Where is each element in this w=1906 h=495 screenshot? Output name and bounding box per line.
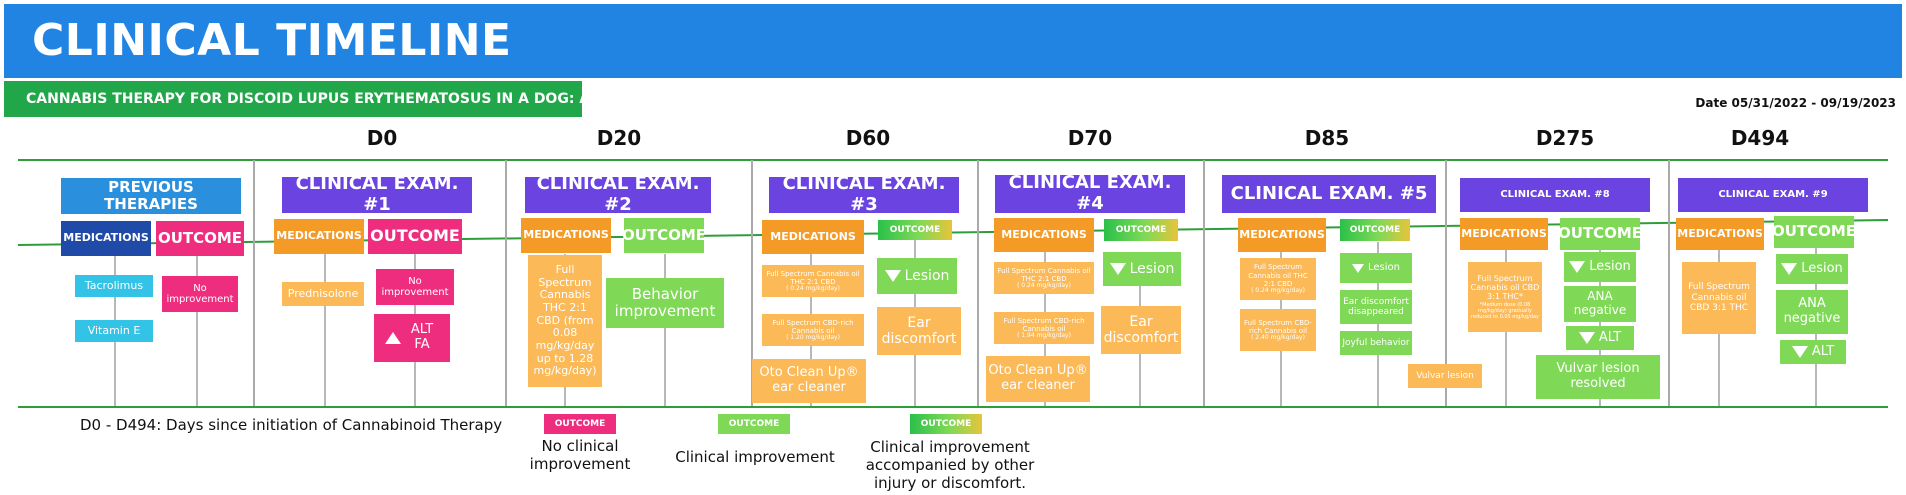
section-divider <box>1203 160 1205 406</box>
exam-5-outcome-label: OUTCOME <box>1340 219 1410 241</box>
down-arrow-icon <box>1791 346 1808 358</box>
exam-4-med-oto-clean-up: Oto Clean Up® ear cleaner <box>986 356 1090 402</box>
section-divider <box>751 160 753 406</box>
exam-4-medications-label: MEDICATIONS <box>994 218 1094 252</box>
legend-improvement-swatch: OUTCOME <box>718 414 790 434</box>
exam-8-header: CLINICAL EXAM. #8 <box>1460 178 1650 212</box>
day-label-d275: D275 <box>1535 126 1595 150</box>
exam-3-header: CLINICAL EXAM. #3 <box>769 173 959 215</box>
exam-4-header: CLINICAL EXAM. #4 <box>995 172 1185 214</box>
exam-9-med: Full Spectrum Cannabis oil CBD 3:1 THC <box>1682 262 1756 334</box>
exam-5-outcome-vulvar-lesion: Vulvar lesion <box>1408 364 1482 388</box>
exam-9-header: CLINICAL EXAM. #9 <box>1678 178 1868 212</box>
exam-8-outcome-label: OUTCOME <box>1558 218 1642 250</box>
previous-med-tacrolimus: Tacrolimus <box>75 275 153 297</box>
exam-5-outcome-lesion: Lesion <box>1340 253 1412 283</box>
exam-1-med-prednisolone: Prednisolone <box>282 282 364 306</box>
timeline-top-line <box>18 159 1888 161</box>
section-divider <box>1668 160 1670 406</box>
day-label-d20: D20 <box>596 126 642 150</box>
exam-5-header: CLINICAL EXAM. #5 <box>1222 175 1436 213</box>
exam-4-outcome-ear-discomfort: Ear discomfort <box>1101 306 1181 354</box>
exam-4-med-1: Full Spectrum Cannabis oil THC 2:1 CBD (… <box>994 262 1094 294</box>
legend-mixed-text: Clinical improvement accompanied by othe… <box>865 438 1035 492</box>
exam-3-outcome-ear-discomfort: Ear discomfort <box>877 307 961 355</box>
previous-outcome-no-improvement: No improvement <box>162 276 238 312</box>
section-divider <box>1445 160 1447 406</box>
legend-no-improvement-swatch: OUTCOME <box>544 414 616 434</box>
exam-5-medications-label: MEDICATIONS <box>1238 218 1326 252</box>
section-divider <box>977 160 979 406</box>
exam-8-outcome-vulvar-resolved: Vulvar lesion resolved <box>1536 355 1660 399</box>
exam-2-outcome-behavior: Behavior improvement <box>606 278 724 328</box>
exam-9-outcome-lesion: Lesion <box>1776 254 1848 284</box>
exam-8-medications-label: MEDICATIONS <box>1460 218 1548 250</box>
exam-3-outcome-lesion: Lesion <box>877 258 957 294</box>
page-title: CLINICAL TIMELINE <box>32 15 512 66</box>
stem <box>324 254 326 406</box>
day-label-d0: D0 <box>366 126 398 150</box>
day-label-d70: D70 <box>1067 126 1113 150</box>
exam-1-outcome-label: OUTCOME <box>368 219 462 254</box>
date-range: Date 05/31/2022 - 09/19/2023 <box>1695 96 1896 110</box>
stem <box>196 256 198 406</box>
footnote: D0 - D494: Days since initiation of Cann… <box>80 416 503 434</box>
previous-medications-label: MEDICATIONS <box>61 221 151 256</box>
up-arrow-icon <box>385 332 401 344</box>
exam-3-med-2: Full Spectrum CBD-rich Cannabis oil ( 1.… <box>762 314 864 346</box>
previous-therapies-header: PREVIOUS THERAPIES <box>61 178 241 214</box>
exam-9-medications-label: MEDICATIONS <box>1676 218 1764 250</box>
exam-1-header: CLINICAL EXAM. #1 <box>282 173 472 215</box>
exam-1-outcome-alt-fa: ALT FA <box>374 314 450 362</box>
stem <box>1377 242 1379 406</box>
exam-8-outcome-ana-negative: ANA negative <box>1564 286 1636 322</box>
exam-9-outcome-label: OUTCOME <box>1772 216 1856 248</box>
down-arrow-icon <box>1569 261 1586 273</box>
timeline-bottom-line <box>18 406 1888 408</box>
exam-5-outcome-ear-disappeared: Ear discomfort disappeared <box>1340 290 1412 324</box>
day-label-d85: D85 <box>1304 126 1350 150</box>
exam-4-med-2: Full Spectrum CBD-rich Cannabis oil ( 1.… <box>994 312 1094 344</box>
title-banner <box>4 4 1902 78</box>
exam-3-med-oto-clean-up: Oto Clean Up® ear cleaner <box>752 359 866 403</box>
down-arrow-icon <box>1578 332 1595 344</box>
exam-3-outcome-label: OUTCOME <box>878 220 952 240</box>
stem <box>664 254 666 406</box>
previous-med-vitamin-e: Vitamin E <box>75 320 153 342</box>
previous-outcome-label: OUTCOME <box>156 221 244 256</box>
down-arrow-icon <box>1352 263 1364 273</box>
exam-8-outcome-alt: ALT <box>1566 326 1634 350</box>
exam-2-header: CLINICAL EXAM. #2 <box>525 173 711 215</box>
exam-2-med-full-spectrum: Full Spectrum Cannabis THC 2:1 CBD (from… <box>528 255 602 387</box>
exam-8-outcome-lesion: Lesion <box>1564 252 1636 282</box>
exam-2-medications-label: MEDICATIONS <box>521 218 611 253</box>
exam-9-outcome-ana-negative: ANA negative <box>1776 290 1848 334</box>
down-arrow-icon <box>1781 263 1798 275</box>
day-label-d60: D60 <box>845 126 891 150</box>
subtitle-banner: CANNABIS THERAPY FOR DISCOID LUPUS ERYTH… <box>4 81 703 117</box>
exam-2-outcome-label: OUTCOME <box>622 218 706 253</box>
exam-9-outcome-alt: ALT <box>1780 340 1846 364</box>
exam-8-med: Full Spectrum Cannabis oil CBD 3:1 THC* … <box>1468 262 1542 332</box>
exam-1-outcome-no-improvement: No improvement <box>376 269 454 305</box>
down-arrow-icon <box>884 270 901 282</box>
exam-4-outcome-lesion: Lesion <box>1103 252 1181 286</box>
exam-5-med-2: Full Spectrum CBD-rich Cannabis oil ( 2.… <box>1240 309 1316 351</box>
exam-3-medications-label: MEDICATIONS <box>762 220 864 254</box>
legend-mixed-swatch: OUTCOME <box>910 414 982 434</box>
day-label-d494: D494 <box>1730 126 1790 150</box>
section-divider <box>253 160 255 406</box>
section-divider <box>505 160 507 406</box>
legend-no-improvement-text: No clinical improvement <box>529 437 631 473</box>
legend-improvement-text: Clinical improvement <box>675 448 835 466</box>
exam-4-outcome-label: OUTCOME <box>1104 219 1178 241</box>
exam-5-outcome-joyful: Joyful behavior <box>1340 331 1412 355</box>
exam-1-medications-label: MEDICATIONS <box>274 219 364 254</box>
exam-3-med-1: Full Spectrum Cannabis oil THC 2:1 CBD (… <box>762 265 864 297</box>
down-arrow-icon <box>1109 263 1126 275</box>
exam-5-med-1: Full Spectrum Cannabis oil THC 2:1 CBD (… <box>1240 258 1316 300</box>
